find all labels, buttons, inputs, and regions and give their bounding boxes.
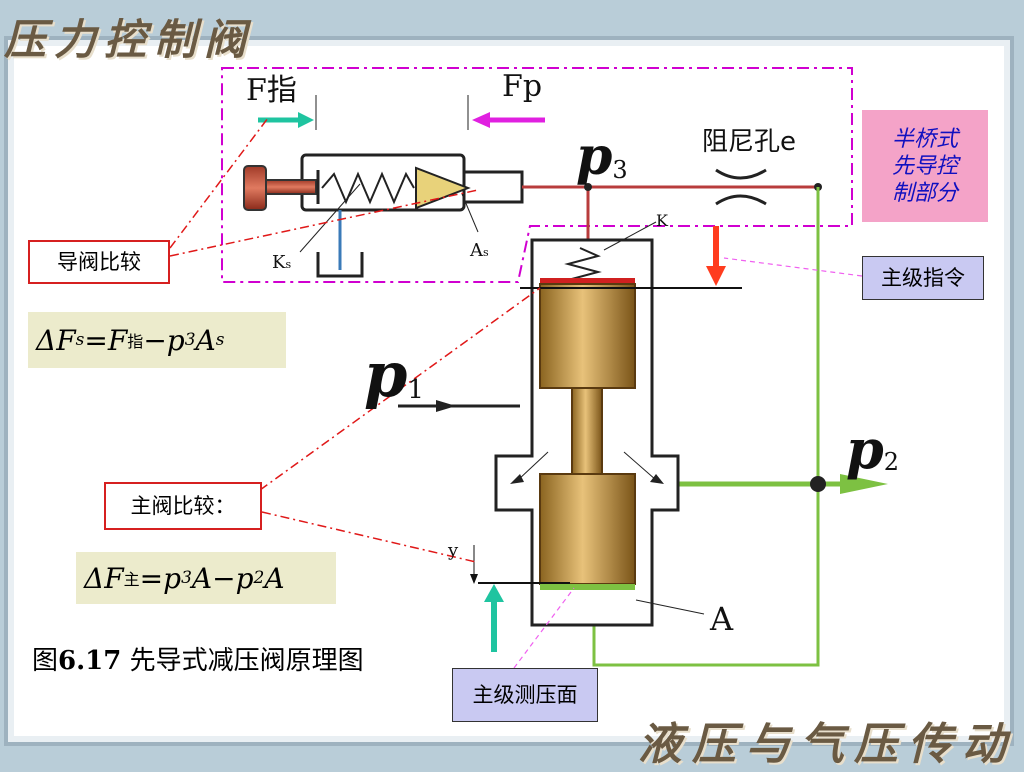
slide-canvas bbox=[14, 46, 1004, 736]
spool-upper-land bbox=[539, 283, 636, 389]
p3-label: p3 bbox=[576, 126, 628, 187]
main-compare-callout: 主阀比较： bbox=[104, 482, 262, 530]
orifice-label: 阻尼孔e bbox=[702, 127, 796, 157]
pilot-frame bbox=[221, 67, 853, 283]
figure-caption: 图6.17 先导式减压阀原理图 bbox=[32, 646, 364, 676]
pilot-valve-nozzle bbox=[462, 170, 524, 204]
p2-outlet-arrow bbox=[840, 474, 888, 494]
spool-stem bbox=[571, 387, 603, 475]
as-label: As bbox=[469, 240, 489, 261]
main-measure-callout: 主级测压面 bbox=[452, 668, 598, 722]
half-bridge-line-1: 半桥式 bbox=[891, 126, 958, 152]
half-bridge-callout: 半桥式 先导控 制部分 bbox=[862, 110, 988, 222]
adjusting-rod bbox=[265, 179, 317, 195]
half-bridge-line-3: 制部分 bbox=[891, 180, 958, 206]
p2-feedback-line bbox=[592, 187, 820, 667]
fp-label: Fp bbox=[502, 69, 542, 104]
main-command-callout: 主级指令 bbox=[862, 256, 984, 300]
callout-lines bbox=[169, 117, 541, 563]
footer-title: 液压与气压传动 bbox=[638, 719, 1016, 770]
p1-label: p1 bbox=[364, 338, 424, 411]
spool-lower-land bbox=[539, 473, 636, 585]
a-label: A bbox=[709, 600, 734, 638]
half-bridge-line-2: 先导控 bbox=[891, 153, 958, 179]
ks-label: Ks bbox=[272, 252, 291, 273]
y-label: y bbox=[447, 540, 459, 561]
orifice-symbol bbox=[715, 168, 767, 206]
k-spring-label: K bbox=[656, 211, 669, 230]
slide-title: 压力控制阀 bbox=[4, 15, 255, 64]
pilot-poppet bbox=[415, 166, 471, 210]
p2-label: p2 bbox=[846, 417, 899, 481]
pilot-spring bbox=[321, 171, 415, 205]
adjusting-plug bbox=[243, 165, 267, 211]
pilot-compare-callout: 导阀比较 bbox=[28, 240, 170, 284]
drain-tank bbox=[316, 252, 364, 278]
f-command-label: F指 bbox=[246, 73, 297, 108]
